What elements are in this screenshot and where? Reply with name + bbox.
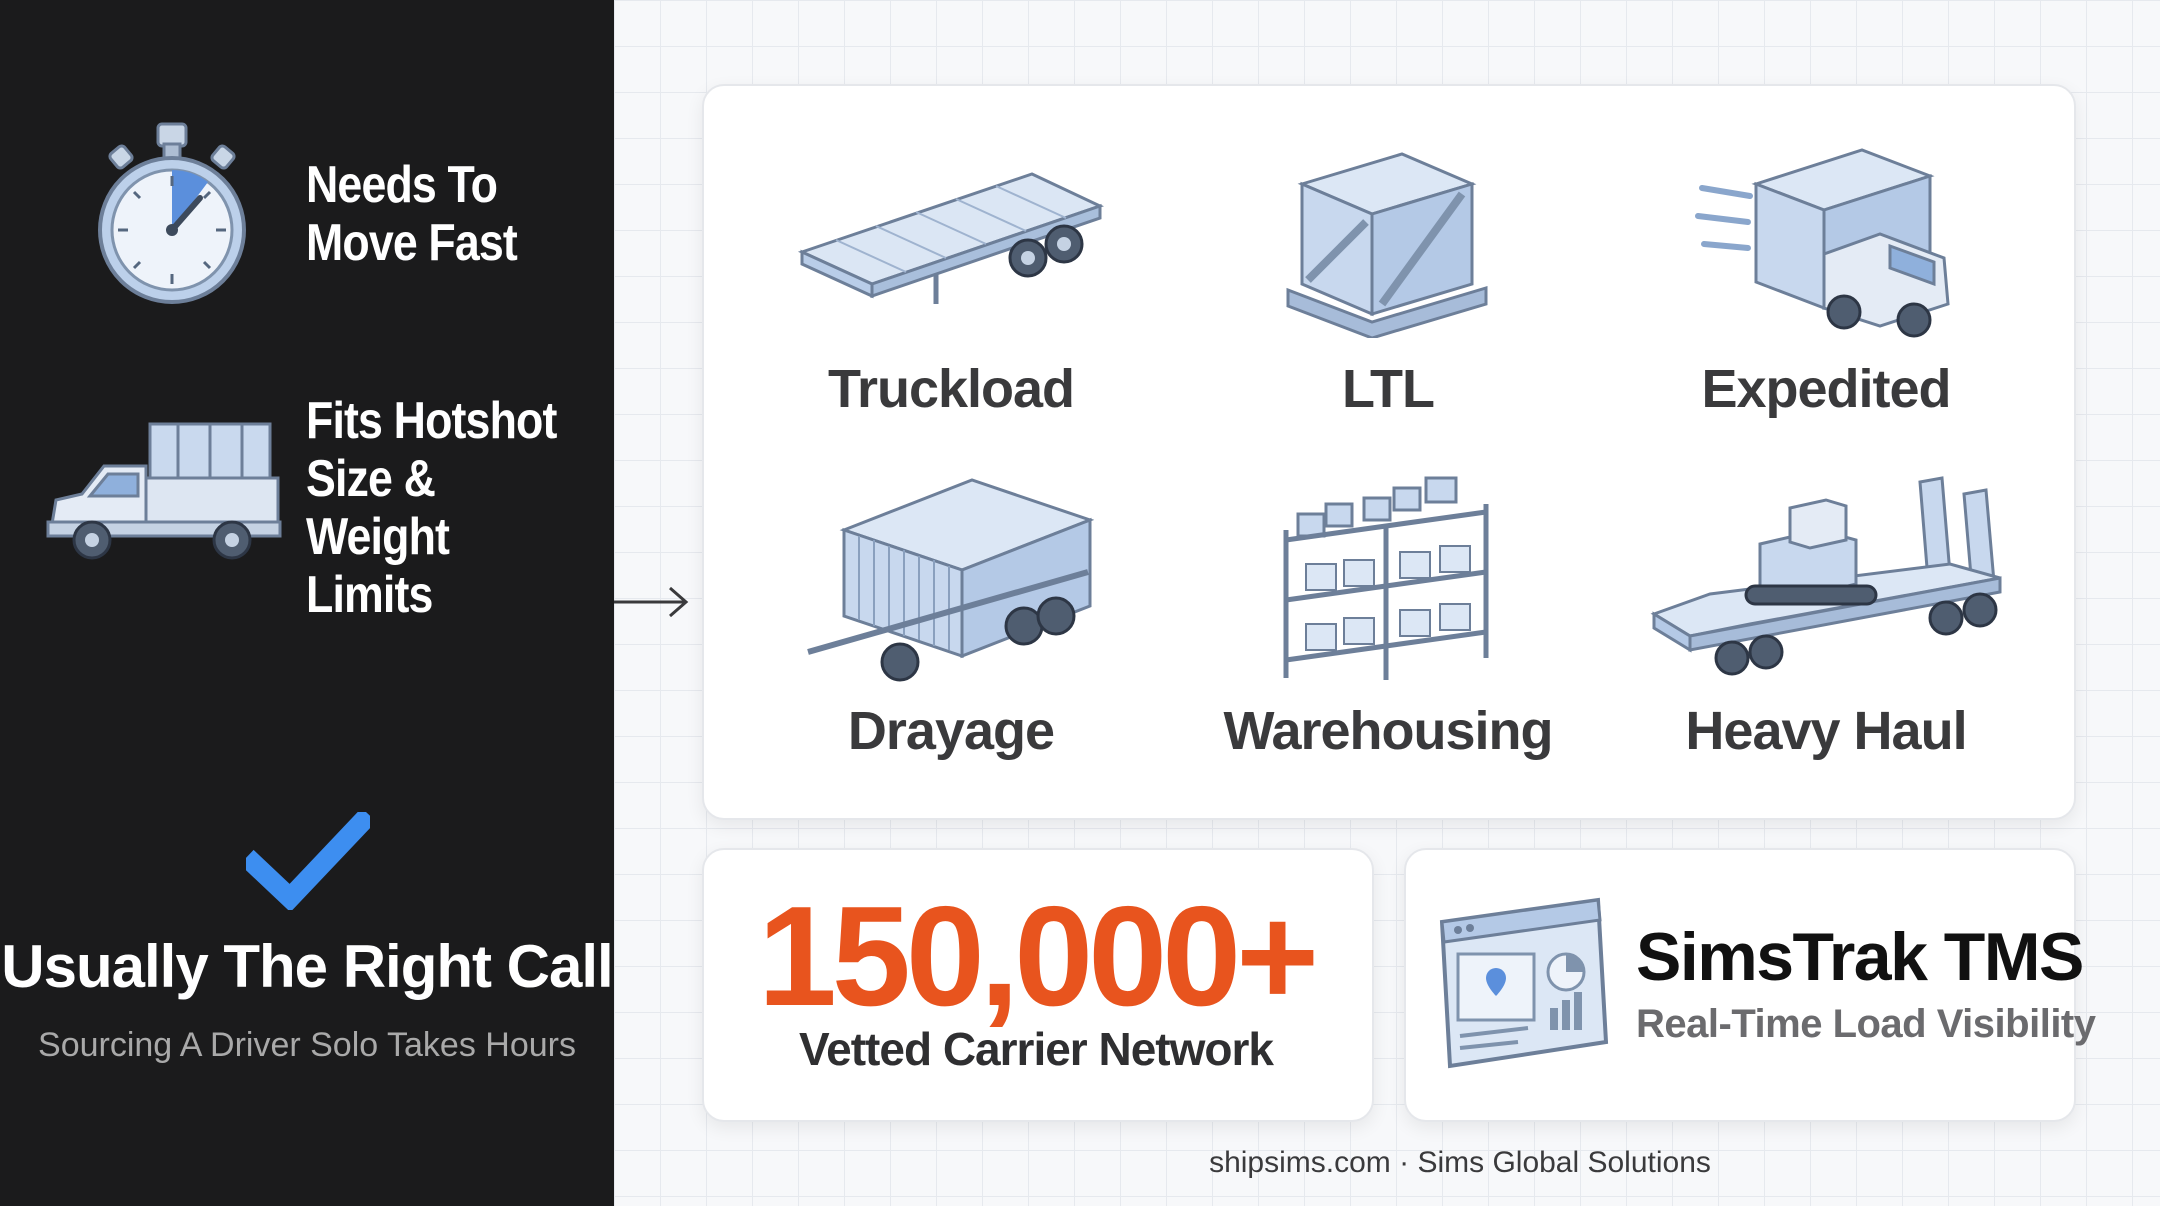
service-drayage: Drayage: [847, 701, 1055, 761]
container-chassis-icon: [807, 478, 1094, 682]
verdict-subtitle: Sourcing A Driver Solo Takes Hours: [38, 1026, 576, 1064]
checkmark-icon: [246, 812, 370, 910]
lowboy-bulldozer-icon: [1650, 476, 2002, 676]
left-panel: Needs To Move Fast Fits Hotshot Size & W…: [0, 0, 614, 1206]
flatbed-trailer-icon: [797, 172, 1104, 304]
arrow-right-icon: [614, 586, 689, 618]
condition-line: Needs To: [306, 156, 498, 214]
condition-line: Size & Weight: [306, 450, 450, 566]
crate-pallet-icon: [1286, 152, 1488, 338]
carrier-network-card: [702, 848, 1374, 1122]
tms-title: SimsTrak TMS: [1636, 919, 2084, 995]
footer-credit: shipsims.com · Sims Global Solutions: [1209, 1146, 1711, 1179]
service-warehousing: Warehousing: [1223, 701, 1553, 761]
carrier-count: 150,000+: [757, 877, 1319, 1036]
carrier-label: Vetted Carrier Network: [799, 1023, 1274, 1075]
condition-line: Move Fast: [306, 214, 518, 272]
condition-hotshot-limits: Fits Hotshot Size & Weight Limits: [306, 392, 571, 624]
condition-line: Fits Hotshot: [306, 392, 557, 450]
service-heavy-haul: Heavy Haul: [1685, 701, 1967, 761]
dashboard-screen-icon: [1439, 897, 1609, 1069]
service-truckload: Truckload: [827, 359, 1075, 419]
box-truck-icon: [1695, 148, 1950, 338]
service-expedited: Expedited: [1701, 359, 1951, 419]
condition-move-fast: Needs To Move Fast: [306, 156, 518, 272]
condition-line: Limits: [306, 566, 433, 624]
warehouse-shelves-icon: [1283, 476, 1489, 680]
stopwatch-icon: [98, 122, 246, 304]
verdict-title: Usually The Right Call: [1, 933, 613, 1000]
tms-subtitle: Real-Time Load Visibility: [1636, 1002, 2096, 1046]
service-ltl: LTL: [1342, 359, 1435, 419]
hotshot-truck-icon: [46, 422, 282, 560]
